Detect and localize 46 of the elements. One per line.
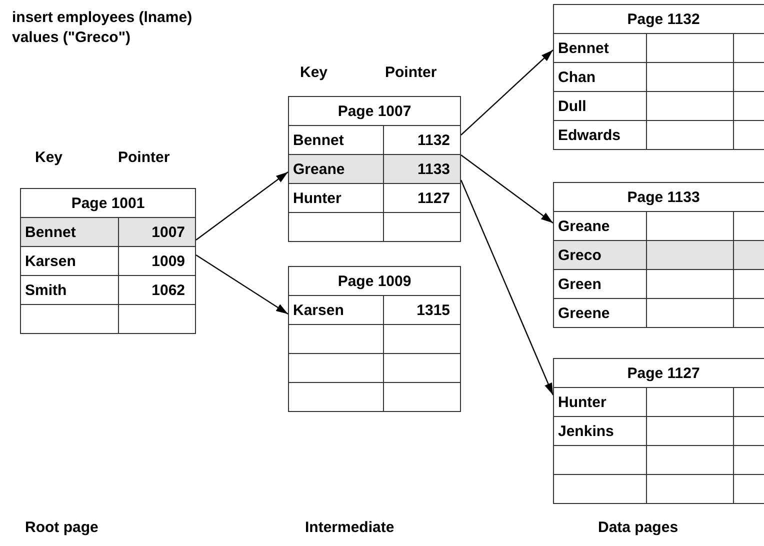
name-text: Bennet	[554, 34, 646, 62]
key-text: Karsen	[288, 296, 384, 324]
name-text: Edwards	[554, 120, 646, 150]
level-caption: Root page	[25, 518, 98, 538]
name-text: Hunter	[554, 388, 646, 416]
arrow	[460, 180, 554, 396]
data-page-table	[553, 4, 764, 150]
data-page-table	[553, 182, 764, 328]
page-title: Page 1009	[288, 266, 461, 296]
index-page-table	[288, 96, 462, 242]
column-heading: Key	[35, 148, 63, 168]
pointer-text: 1007	[118, 218, 196, 246]
page-title: Page 1127	[554, 358, 764, 388]
pointer-text: 1133	[384, 154, 461, 184]
page-title: Page 1133	[554, 182, 764, 212]
data-page-table	[553, 358, 764, 504]
pointer-text: 1127	[384, 184, 461, 212]
name-text: Greene	[554, 298, 646, 328]
pointer-text: 1009	[118, 246, 196, 276]
key-text: Greane	[288, 154, 384, 184]
name-text: Greco	[554, 240, 646, 270]
page-title: Page 1001	[20, 188, 196, 218]
arrow	[460, 50, 554, 136]
level-caption: Data pages	[598, 518, 678, 538]
name-text: Green	[554, 270, 646, 298]
column-heading: Key	[300, 63, 328, 83]
column-heading: Pointer	[385, 63, 437, 83]
key-text: Hunter	[288, 184, 384, 212]
index-page-table	[20, 188, 196, 334]
level-caption: Intermediate	[305, 518, 394, 538]
arrow	[196, 254, 288, 314]
key-text: Bennet	[20, 218, 118, 246]
name-text: Dull	[554, 92, 646, 120]
key-text: Smith	[20, 276, 118, 304]
index-page-table	[288, 266, 462, 412]
pointer-text: 1315	[384, 296, 461, 324]
name-text: Chan	[554, 62, 646, 92]
arrow	[196, 172, 288, 240]
page-title: Page 1132	[554, 4, 764, 34]
pointer-text: 1062	[118, 276, 196, 304]
column-heading: Pointer	[118, 148, 170, 168]
page-title: Page 1007	[288, 96, 461, 126]
arrow	[460, 154, 554, 224]
insert-statement: insert employees (lname) values ("Greco")	[12, 8, 194, 48]
key-text: Karsen	[20, 246, 118, 276]
name-text: Jenkins	[554, 416, 646, 446]
